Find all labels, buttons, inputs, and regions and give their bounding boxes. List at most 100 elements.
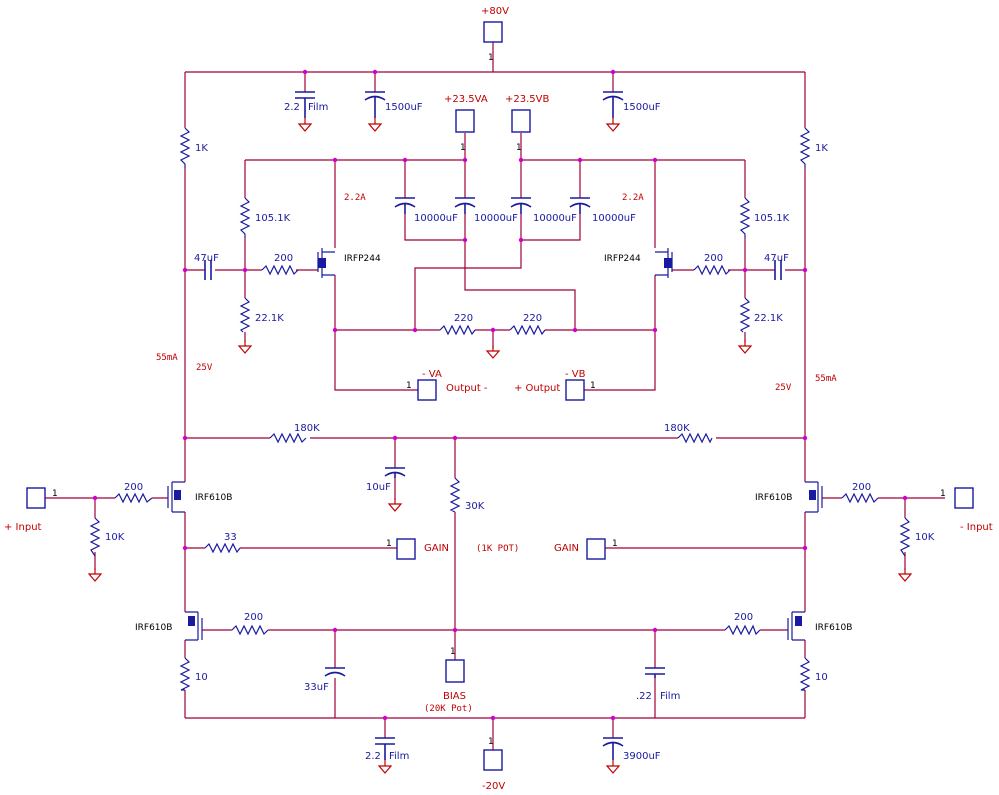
label-irf610b-lr: IRF610B: [815, 623, 852, 633]
label-55ma-left: 55mA: [156, 353, 178, 363]
port-23va-pin: 1: [460, 143, 466, 153]
resistors: [89, 127, 911, 691]
label-output-neg: Output -: [446, 383, 488, 394]
resistor-200-gate-right: [693, 264, 731, 276]
label-va: - VA: [422, 369, 442, 380]
port-gain-left-pin: 1: [386, 539, 392, 549]
port-input-neg-pin: 1: [940, 489, 946, 499]
port-80v-pin: 1: [488, 53, 494, 63]
label-200-gate-left: 200: [274, 253, 293, 264]
port-bias: [445, 659, 465, 683]
label-2.2a-right: 2.2A: [622, 193, 644, 203]
port-vb-pin: 1: [590, 381, 596, 391]
label-47-right: 47uF: [764, 253, 789, 264]
label-55ma-right: 55mA: [815, 374, 837, 384]
label-22k-left: 22.1K: [255, 313, 284, 324]
port-23va: [455, 109, 475, 133]
label-20v: -20V: [482, 781, 505, 792]
label-10000-1: 10000uF: [414, 213, 458, 224]
port-va: [417, 379, 437, 401]
port-va-pin: 1: [406, 381, 412, 391]
label-10-right: 10: [815, 672, 828, 683]
label-gain-left: GAIN: [424, 543, 449, 554]
mosfet-irf610b-upper-left: [167, 481, 185, 513]
mosfet-irfp244-left: [317, 248, 335, 278]
resistor-10k-right: [899, 517, 911, 557]
label-irf610b-ll: IRF610B: [135, 623, 172, 633]
ports: 1 1 1 1 1 1 1 1 1 1 1: [26, 21, 974, 771]
resistor-22k-right: [739, 297, 751, 333]
label-220-a: 220: [454, 313, 473, 324]
cap-022: [645, 667, 665, 678]
mosfet-irfp244-right: [655, 248, 673, 278]
label-film-top: Film: [308, 102, 328, 113]
label-200-in-left: 200: [124, 482, 143, 493]
resistor-200-low-left: [231, 624, 269, 636]
label-gain-right: GAIN: [554, 543, 579, 554]
label-bias-note: (20K Pot): [424, 704, 473, 714]
port-vb: [565, 379, 585, 401]
label-film-bottom: Film: [389, 751, 409, 762]
resistor-10-left: [179, 657, 191, 691]
label-105k-right: 105.1K: [754, 213, 790, 224]
resistor-33: [204, 542, 241, 554]
label-irfp244-left: IRFP244: [344, 254, 381, 264]
resistor-105k-left: [239, 197, 251, 238]
resistor-200-gate-left: [261, 264, 299, 276]
label-2.2-top: 2.2: [284, 102, 300, 113]
label-22k-right: 22.1K: [754, 313, 783, 324]
port-gain-left: [396, 538, 416, 560]
cap-47-left: [204, 260, 212, 280]
label-10000-4: 10000uF: [592, 213, 636, 224]
label-23va: +23.5VA: [444, 94, 488, 105]
cap-1500-b: [602, 91, 624, 118]
label-gain-note: (1K POT): [476, 544, 519, 554]
label-33: 33: [224, 532, 237, 543]
resistor-10-right: [799, 657, 811, 691]
cap-3900: [602, 737, 624, 760]
resistor-10k-left: [89, 517, 101, 557]
resistor-30k: [449, 477, 461, 513]
resistor-180k-right: [677, 432, 713, 444]
label-1500-a: 1500uF: [385, 102, 423, 113]
label-30k: 30K: [465, 501, 485, 512]
resistor-220-a: [439, 324, 476, 336]
label-irf610b-ul: IRF610B: [195, 493, 232, 503]
label-2.2a-left: 2.2A: [344, 193, 366, 203]
label-80v: +80V: [481, 6, 509, 17]
label-23vb: +23.5VB: [505, 94, 549, 105]
port-input-pos: [26, 487, 46, 509]
capacitors: [204, 91, 782, 760]
label-47-left: 47uF: [194, 253, 219, 264]
port-20v: [483, 749, 503, 771]
port-23vb: [511, 109, 531, 133]
label-25v-right: 25V: [775, 383, 792, 393]
resistor-200-low-right: [724, 624, 761, 636]
wires: [45, 42, 945, 750]
label-10000-3: 10000uF: [533, 213, 577, 224]
cap-2.2-bottom: [375, 737, 395, 760]
label-1k-left: 1K: [195, 143, 208, 154]
cap-47-right: [774, 260, 782, 280]
label-10u: 10uF: [366, 482, 391, 493]
resistor-105k-right: [739, 197, 751, 238]
resistor-22k-left: [239, 297, 251, 333]
mosfet-irf610b-lower-right: [787, 611, 805, 641]
port-bias-pin: 1: [450, 647, 456, 657]
label-vb: - VB: [565, 369, 586, 380]
label-10k-right: 10K: [915, 532, 935, 543]
mosfet-irf610b-upper-right: [805, 481, 823, 513]
label-1k-right: 1K: [815, 143, 828, 154]
resistor-1k-left: [179, 127, 191, 168]
cap-10u: [384, 467, 406, 478]
label-irfp244-right: IRFP244: [604, 254, 641, 264]
label-10000-2: 10000uF: [474, 213, 518, 224]
port-gain-right-pin: 1: [612, 539, 618, 549]
port-20v-pin: 1: [488, 737, 494, 747]
label-022: .22: [636, 691, 652, 702]
mosfet-irf610b-lower-left: [185, 611, 203, 641]
label-200-in-right: 200: [852, 482, 871, 493]
label-200-low-left: 200: [244, 612, 263, 623]
label-2.2-bottom: 2.2: [365, 751, 381, 762]
